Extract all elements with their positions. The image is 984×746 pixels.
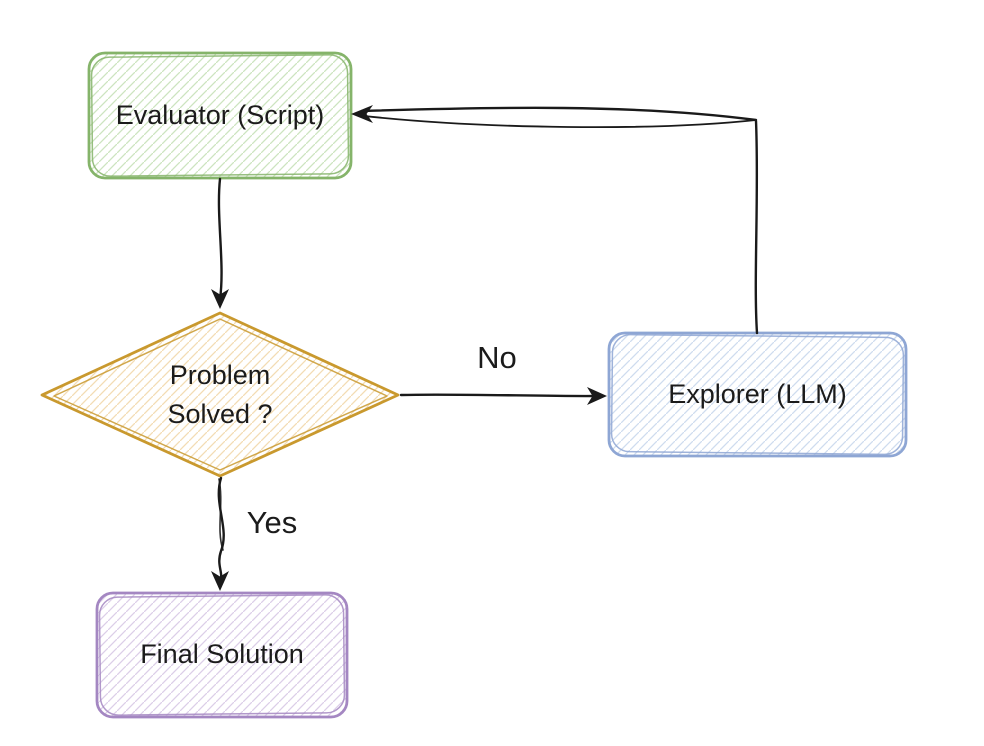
flowchart-edges <box>217 106 759 584</box>
decision-node-shape <box>40 311 400 478</box>
edge-evaluator-to-decision <box>217 177 223 301</box>
edge-explorer-up <box>754 119 759 335</box>
evaluator-node-shape <box>87 51 353 180</box>
arrowhead-into-final <box>211 571 229 591</box>
edge-explorer-to-evaluator-top <box>360 106 758 122</box>
final-node <box>95 591 349 719</box>
explorer-node <box>607 331 908 458</box>
decision-node-sketch-stroke <box>53 318 388 471</box>
flowchart-arrowheads <box>211 105 607 591</box>
edge-decision-to-final-sketch <box>218 478 224 551</box>
edge-decision-to-final <box>217 476 225 584</box>
edge-explorer-to-evaluator-sketch <box>363 115 757 129</box>
explorer-node-sketch-stroke <box>610 333 905 456</box>
final-node-shape <box>95 591 349 719</box>
arrowhead-into-decision <box>211 289 229 309</box>
evaluator-node-sketch-stroke <box>90 54 350 177</box>
evaluator-node <box>87 51 353 180</box>
arrowhead-into-explorer <box>587 387 607 405</box>
arrowhead-into-evaluator <box>351 105 373 123</box>
decision-node <box>40 311 400 478</box>
edge-decision-to-explorer <box>399 393 598 398</box>
explorer-node-shape <box>607 331 908 458</box>
final-node-sketch-stroke <box>98 594 346 716</box>
